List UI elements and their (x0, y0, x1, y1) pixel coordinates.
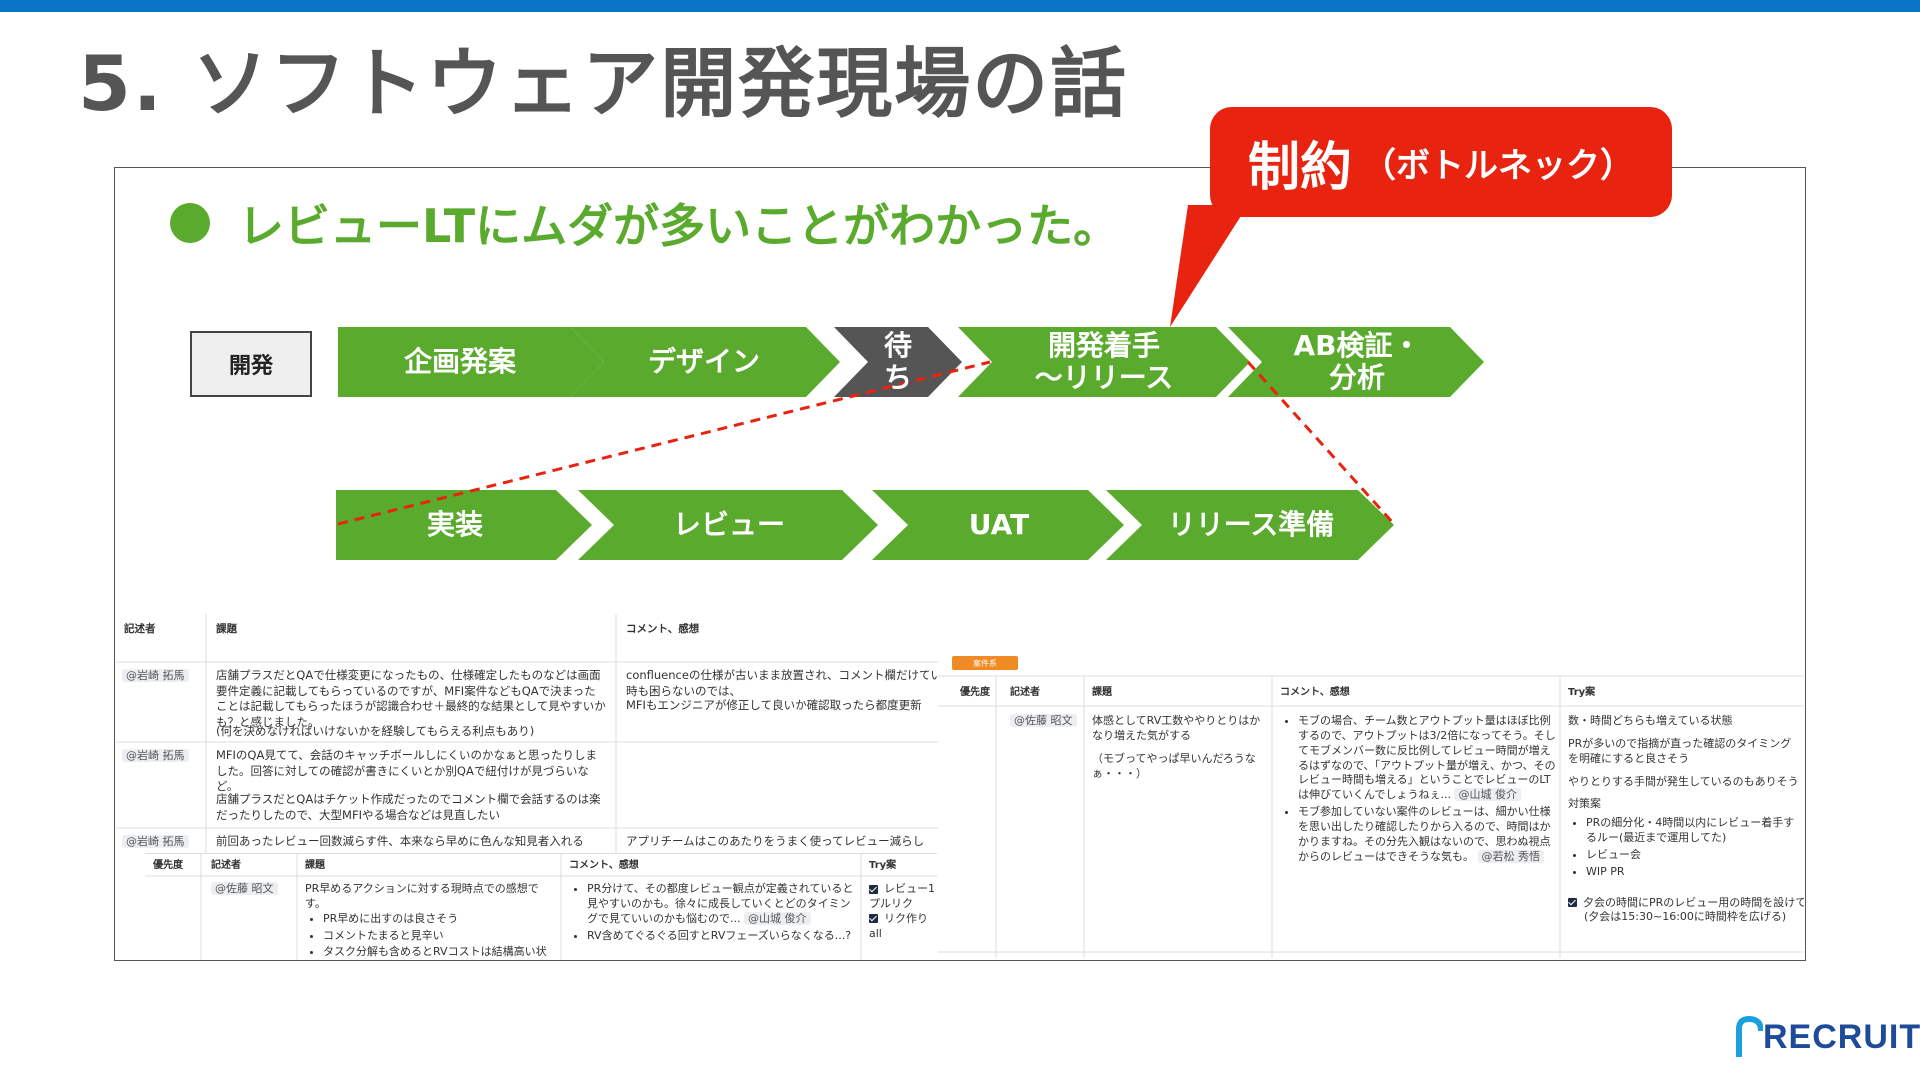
callout-sub-text: （ボトルネック） (1362, 145, 1635, 186)
col-header-comment: コメント、感想 (1280, 687, 1350, 698)
table-row-3-issue: 前回あったレビュー回数減らす件、本来なら早めに色んな知見者入れる (216, 834, 584, 848)
chevron-release-prep (1106, 490, 1394, 560)
bullet-dot-icon (170, 203, 210, 243)
table-row-issue: PR早めるアクションに対する現時点での感想です。 PR早めに出すのは良さそう コ… (305, 882, 555, 960)
table-grid-lines (145, 854, 937, 960)
list-item: PR分けて、その都度レビュー観点が定義されていると見やすいのかも。徐々に成長して… (587, 882, 855, 927)
zoom-line-right (1246, 360, 1396, 526)
top-accent-bar (0, 0, 1920, 12)
col-header-author: 記述者 (124, 623, 156, 635)
table-row-3-author[interactable]: @岩崎 拓馬 (122, 834, 189, 850)
col-header-issue: 課題 (305, 860, 325, 871)
chevron-planning (338, 327, 604, 397)
list-item: モブ参加していない案件のレビューは、細かい仕様を思い出したり確認したりから入るの… (1298, 805, 1556, 864)
logo-text: RECRUIT (1763, 1017, 1920, 1056)
table-row-try: 数・時間どちらも増えている状態 PRが多いので指摘が直った確認のタイミングを明確… (1568, 714, 1804, 925)
chevron-implementation (336, 490, 592, 560)
table-row-author[interactable]: @佐藤 昭文 (1010, 714, 1077, 729)
chevron-development (958, 327, 1250, 397)
col-header-issue: 課題 (216, 623, 237, 635)
col-header-comment: コメント、感想 (569, 860, 639, 871)
table-row-1-comment-2: MFIもエンジニアが修正して良いか確認取ったら都度更新 (626, 698, 922, 712)
chevron-wait (834, 327, 962, 397)
col-header-issue: 課題 (1092, 687, 1112, 698)
chevron-review (578, 490, 878, 560)
callout-pointer-icon (1170, 205, 1248, 327)
table-row-author[interactable]: @佐藤 昭文 (211, 882, 278, 897)
table-row-1-issue: 店舗プラスだとQAで仕様変更になったもの、仕様確定したものなどは画面要件定義に記… (216, 668, 606, 729)
col-header-comment: コメント、感想 (626, 623, 700, 635)
table-row-2-issue: MFIのQA見てて、会話のキャッチボールしにくいのかなぁと思ったりしました。回答… (216, 748, 598, 794)
zoom-line-left (337, 360, 991, 526)
table-row-try: レビュー1 プルリク リク作り all (869, 882, 935, 940)
table-row-comment: モブの場合、チーム数とアウトプット量はほぼ比例するので、アウトプットは3/2倍に… (1280, 714, 1556, 866)
chevron-ab-testing (1228, 327, 1484, 397)
list-item: コメントたまると見辛い (323, 929, 555, 944)
flow-bottom-label-1: 実装 (426, 507, 483, 541)
chevron-uat (872, 490, 1124, 560)
table-row-2-issue-note: 店舗プラスだとQAはチケット作成だったのでコメント欄で会話するのは楽だったりした… (216, 792, 601, 822)
retro-table-right: 案件系 優先度 記述者 課題 コメント、感想 Try案 @佐藤 昭文 体感として… (938, 636, 1804, 958)
table-row-1-issue-note: (何を決めなければいけないかを経験してもらえる利点もあり) (216, 724, 535, 738)
list-item: タスク分解も含めるとRVコストは結構高い状態にあるきがするけど、フロー効率とし (323, 945, 555, 960)
bullet-text: レビューLTにムダが多いことがわかった。 (238, 199, 1120, 253)
category-tag: 案件系 (952, 656, 1018, 670)
flow-top-label-4: 開発着手 〜リリース (1034, 328, 1174, 394)
table-row-issue: 体感としてRV工数ややりとりはかなり増えた気がする （モブってやっぱ早いんだろう… (1092, 714, 1261, 780)
table-row-comment: PR分けて、その都度レビュー観点が定義されていると見やすいのかも。徐々に成長して… (569, 882, 855, 945)
col-header-try: Try案 (1568, 687, 1596, 698)
flow-top-label-2: デザイン (647, 344, 760, 378)
list-item: PRの細分化・4時間以内にレビュー着手するルー(最近まで運用してた) (1586, 816, 1802, 846)
callout-main-text: 制約 (1248, 137, 1353, 198)
col-header-author: 記述者 (1010, 687, 1040, 698)
table-row-3-comment: アプリチームはこのあたりをうまく使ってレビュー減らし (626, 834, 925, 848)
col-header-try: Try案 (869, 860, 897, 871)
list-item: モブの場合、チーム数とアウトプット量はほぼ比例するので、アウトプットは3/2倍に… (1298, 714, 1556, 803)
checkbox-checked-icon[interactable] (869, 884, 878, 894)
col-header-author: 記述者 (211, 860, 241, 871)
col-header-priority: 優先度 (153, 860, 183, 871)
list-item: PR早めに出すのは良さそう (323, 912, 555, 927)
col-header-priority: 優先度 (960, 687, 990, 698)
flow-bottom-label-2: レビュー (672, 507, 785, 541)
recruit-logo-mark-icon (1736, 1015, 1763, 1057)
flow-bottom-label-3: UAT (968, 507, 1030, 541)
chevron-design (570, 327, 840, 397)
flow-top-label-5: AB検証・ 分析 (1293, 328, 1421, 394)
dev-label-box: 開発 (190, 331, 312, 397)
flow-bottom-label-4: リリース準備 (1167, 507, 1335, 541)
table-row-2-author[interactable]: @岩崎 拓馬 (122, 748, 189, 764)
table-grid-lines (938, 675, 1804, 958)
list-item: レビュー会 (1586, 848, 1802, 863)
flow-top-label-1: 企画発案 (403, 344, 516, 378)
constraint-callout: 制約 （ボトルネック） (1210, 107, 1672, 217)
recruit-logo: RECRUIT (1733, 1015, 1920, 1059)
bullet-line: レビューLTにムダが多いことがわかった。 (170, 190, 1119, 256)
slide-title: 5. ソフトウェア開発現場の話 (78, 39, 1129, 128)
checkbox-checked-icon[interactable] (869, 914, 878, 924)
table-row-1-author[interactable]: @岩崎 拓馬 (122, 668, 189, 684)
list-item: RV含めてぐるぐる回すとRVフェーズいらなくなる...? (587, 929, 855, 944)
flow-top-label-3: 待 ち (883, 328, 912, 394)
retro-table-overlay: 優先度 記述者 課題 コメント、感想 Try案 @佐藤 昭文 PR早めるアクショ… (145, 853, 937, 960)
checkbox-checked-icon[interactable] (1568, 898, 1577, 908)
list-item: WIP PR (1586, 865, 1802, 880)
